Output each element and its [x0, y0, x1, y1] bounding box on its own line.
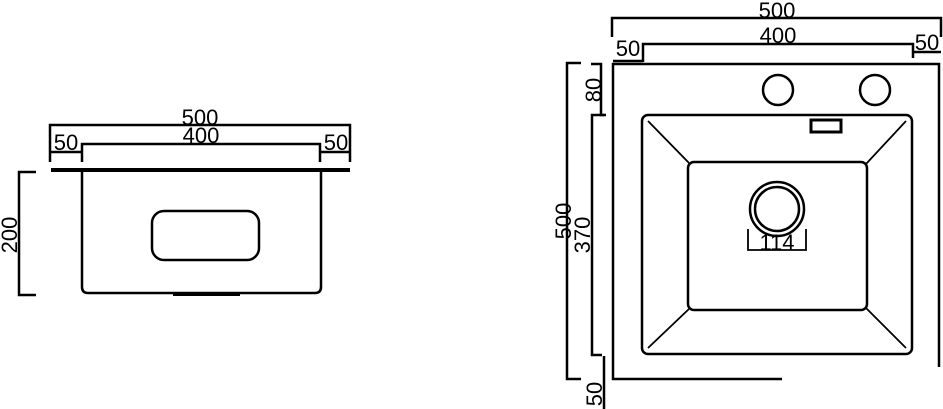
label-bowl-width: 400 — [183, 123, 220, 148]
bowl-window — [150, 209, 261, 262]
bowl-outer-edge — [640, 113, 914, 356]
label-front-margin: 50 — [582, 382, 607, 406]
front-view: 500 400 50 50 200 — [0, 105, 352, 297]
label-right-margin: 50 — [324, 130, 348, 155]
dim-line-overall-width — [48, 123, 352, 162]
dim-line-overall-length — [565, 61, 581, 381]
label-back-margin: 80 — [581, 78, 606, 102]
bowl-bottom — [686, 160, 869, 312]
dim-line-drain — [747, 229, 807, 251]
top-view: 500 400 50 50 114 500 80 370 50 — [551, 0, 943, 409]
tap-hole — [858, 73, 892, 107]
label-drain-diameter: 114 — [759, 230, 794, 255]
label-overall-width: 500 — [759, 0, 796, 23]
label-right-margin: 50 — [915, 30, 939, 55]
drain-outlet — [173, 292, 240, 296]
label-overall-length: 500 — [551, 203, 576, 240]
label-depth: 200 — [0, 217, 22, 254]
sink-outline — [611, 62, 941, 381]
dim-line-margins — [613, 50, 941, 63]
label-left-margin: 50 — [54, 130, 78, 155]
dim-line-bowl-length — [590, 113, 604, 357]
drain-inner — [753, 185, 801, 233]
dim-line-overall-width — [610, 16, 943, 37]
label-bowl-width: 400 — [760, 23, 797, 48]
label-bowl-length: 370 — [570, 217, 595, 254]
bowl-corner-lines — [647, 120, 907, 349]
tap-hole — [761, 73, 795, 107]
dim-line-depth — [17, 170, 36, 297]
drain-outer — [748, 180, 806, 238]
label-left-margin: 50 — [616, 36, 640, 61]
overflow — [809, 118, 843, 134]
sink-body — [80, 170, 323, 295]
label-overall-width: 500 — [182, 105, 219, 130]
